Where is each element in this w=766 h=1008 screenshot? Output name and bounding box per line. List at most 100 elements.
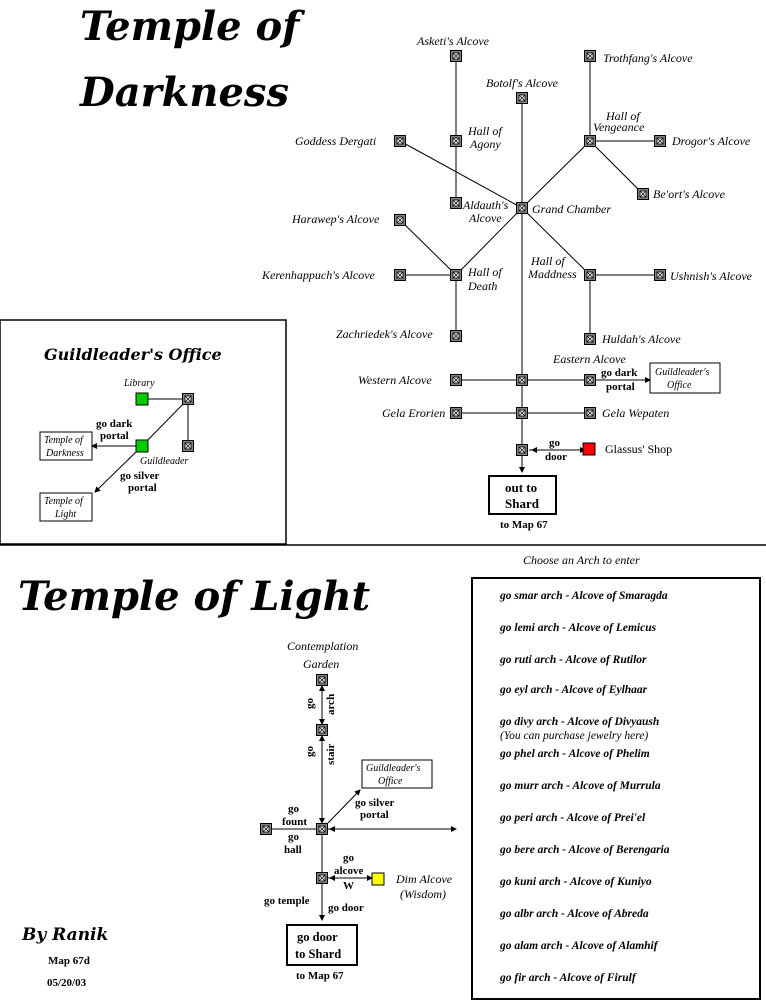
room-contemplation-garden[interactable] xyxy=(316,674,328,686)
cmd-light-go-door: go door xyxy=(328,902,364,914)
room-light-entrance[interactable] xyxy=(316,872,328,884)
room-aldauth[interactable] xyxy=(450,197,462,209)
box-guild-office-dark-1: Guildleader's xyxy=(655,367,709,378)
room-guildleader[interactable] xyxy=(135,439,149,453)
cmd-go-hall-1: go xyxy=(288,831,300,843)
arch-item[interactable]: go smar arch - Alcove of Smaragda xyxy=(500,590,668,602)
cmd-go-temple: go temple xyxy=(264,895,310,907)
room-stair[interactable] xyxy=(316,724,328,736)
label-huldah: Huldah's Alcove xyxy=(601,332,681,346)
room-kerenhappuch[interactable] xyxy=(394,269,406,281)
cmd-guild-go-dark-1: go dark xyxy=(96,418,133,430)
darkness-connections xyxy=(399,56,660,473)
arch-list: go smar arch - Alcove of Smaragda go lem… xyxy=(471,577,761,1000)
arch-item[interactable]: go murr arch - Alcove of Murrula xyxy=(500,780,661,792)
room-guild-hall[interactable] xyxy=(182,393,194,405)
arch-item[interactable]: go peri arch - Alcove of Prei'el xyxy=(500,812,646,824)
room-drogor[interactable] xyxy=(654,135,666,147)
label-drogor: Drogor's Alcove xyxy=(671,134,751,148)
room-dim-alcove[interactable] xyxy=(371,872,385,886)
box-guild-office-light-1: Guildleader's xyxy=(366,763,420,774)
darkness-labels: Asketi's Alcove Botolf's Alcove Trothfan… xyxy=(261,34,753,420)
cmd-go-dark-2: portal xyxy=(606,381,635,393)
room-light-hub[interactable] xyxy=(316,823,328,835)
box-to-light-1: Temple of xyxy=(44,496,84,507)
label-guildleader: Guildleader xyxy=(140,456,188,467)
arch-item[interactable]: go phel arch - Alcove of Phelim xyxy=(500,748,650,760)
arch-item[interactable]: go ruti arch - Alcove of Rutilor xyxy=(500,654,647,666)
room-harawep[interactable] xyxy=(394,214,406,226)
room-guild-side[interactable] xyxy=(182,440,194,452)
label-vengeance-1: Hall of xyxy=(605,109,641,123)
arch-item[interactable]: go kuni arch - Alcove of Kuniyo xyxy=(500,876,652,888)
room-eastern-alcove[interactable] xyxy=(584,374,596,386)
light-title: Temple of Light xyxy=(18,573,371,620)
label-asketi: Asketi's Alcove xyxy=(416,34,490,48)
box-guild-office-dark[interactable] xyxy=(649,362,721,394)
room-glassus-shop[interactable] xyxy=(582,442,596,456)
room-hall-of-maddness[interactable] xyxy=(584,269,596,281)
room-ushnish[interactable] xyxy=(654,269,666,281)
room-gela-wepaten[interactable] xyxy=(584,407,596,419)
cmd-go-arch-1: go xyxy=(304,698,316,710)
box-to-light[interactable] xyxy=(39,492,93,522)
room-trothfang[interactable] xyxy=(584,50,596,62)
label-zachriedek: Zachriedek's Alcove xyxy=(336,327,433,341)
room-darkness-crossroad[interactable] xyxy=(516,374,528,386)
label-contemplation-1: Contemplation xyxy=(287,639,358,653)
room-grand-chamber[interactable] xyxy=(516,202,528,214)
cmd-guild-go-silver-2: portal xyxy=(128,482,157,494)
room-gela-erorien[interactable] xyxy=(450,407,462,419)
cmd-go-arch-2: arch xyxy=(325,694,337,715)
room-botolf[interactable] xyxy=(516,92,528,104)
arch-item[interactable]: go lemi arch - Alcove of Lemicus xyxy=(500,622,657,634)
box-to-darkness[interactable] xyxy=(39,431,93,461)
label-ushnish: Ushnish's Alcove xyxy=(670,269,753,283)
cmd-go-alcove-2: alcove xyxy=(334,865,363,877)
room-darkness-entrance[interactable] xyxy=(516,444,528,456)
cmd-light-go-silver-1: go silver xyxy=(355,797,395,809)
box-out-to-shard-2: Shard xyxy=(505,496,540,511)
label-light-to-map-67: to Map 67 xyxy=(296,970,344,982)
label-death-1: Hall of xyxy=(467,265,503,279)
room-hall-of-vengeance[interactable] xyxy=(584,135,596,147)
room-huldah[interactable] xyxy=(584,333,596,345)
room-goddess-dergati[interactable] xyxy=(394,135,406,147)
room-hall-of-death[interactable] xyxy=(450,269,462,281)
arch-note-jewelry: (You can purchase jewelry here) xyxy=(500,730,649,742)
room-library[interactable] xyxy=(135,392,149,406)
room-hall-of-agony[interactable] xyxy=(450,135,462,147)
label-glassus: Glassus' Shop xyxy=(605,442,672,456)
cmd-go-alcove-1: go xyxy=(343,852,355,864)
room-asketi[interactable] xyxy=(450,50,462,62)
arch-item[interactable]: go albr arch - Alcove of Abreda xyxy=(500,908,649,920)
label-vengeance-2: Vengeance xyxy=(593,120,645,134)
arch-item[interactable]: go bere arch - Alcove of Berengaria xyxy=(500,844,670,856)
arch-item[interactable]: go divy arch - Alcove of Divyaush xyxy=(500,716,660,728)
cmd-go-fount-1: go xyxy=(288,803,300,815)
darkness-title-line1: Temple of xyxy=(80,3,305,50)
room-darkness-lower-cross[interactable] xyxy=(516,407,528,419)
label-contemplation-2: Garden xyxy=(303,657,339,671)
box-go-door-to-shard[interactable] xyxy=(286,924,358,966)
guild-commands: go dark portal go silver portal xyxy=(96,418,160,494)
cmd-go-hall-2: hall xyxy=(284,844,302,856)
label-aldauth-2: Alcove xyxy=(468,211,502,225)
cmd-go-fount-2: fount xyxy=(282,816,307,828)
room-fount[interactable] xyxy=(260,823,272,835)
arch-item[interactable]: go alam arch - Alcove of Alamhif xyxy=(500,940,658,952)
box-guild-office-light[interactable] xyxy=(361,759,433,789)
credit-author: By Ranik xyxy=(21,925,108,945)
box-out-to-shard-1: out to xyxy=(505,480,537,495)
arch-item[interactable]: go fir arch - Alcove of Firulf xyxy=(500,972,636,984)
cmd-go-dark-1: go dark xyxy=(601,367,638,379)
darkness-rooms xyxy=(394,50,666,456)
room-western-alcove[interactable] xyxy=(450,374,462,386)
box-out-to-shard[interactable] xyxy=(488,475,557,515)
room-beort[interactable] xyxy=(637,188,649,200)
label-grand-chamber: Grand Chamber xyxy=(532,202,611,216)
label-harawep: Harawep's Alcove xyxy=(291,212,380,226)
arch-item[interactable]: go eyl arch - Alcove of Eylhaar xyxy=(500,684,648,696)
label-gela-wepaten: Gela Wepaten xyxy=(602,406,669,420)
room-zachriedek[interactable] xyxy=(450,330,462,342)
